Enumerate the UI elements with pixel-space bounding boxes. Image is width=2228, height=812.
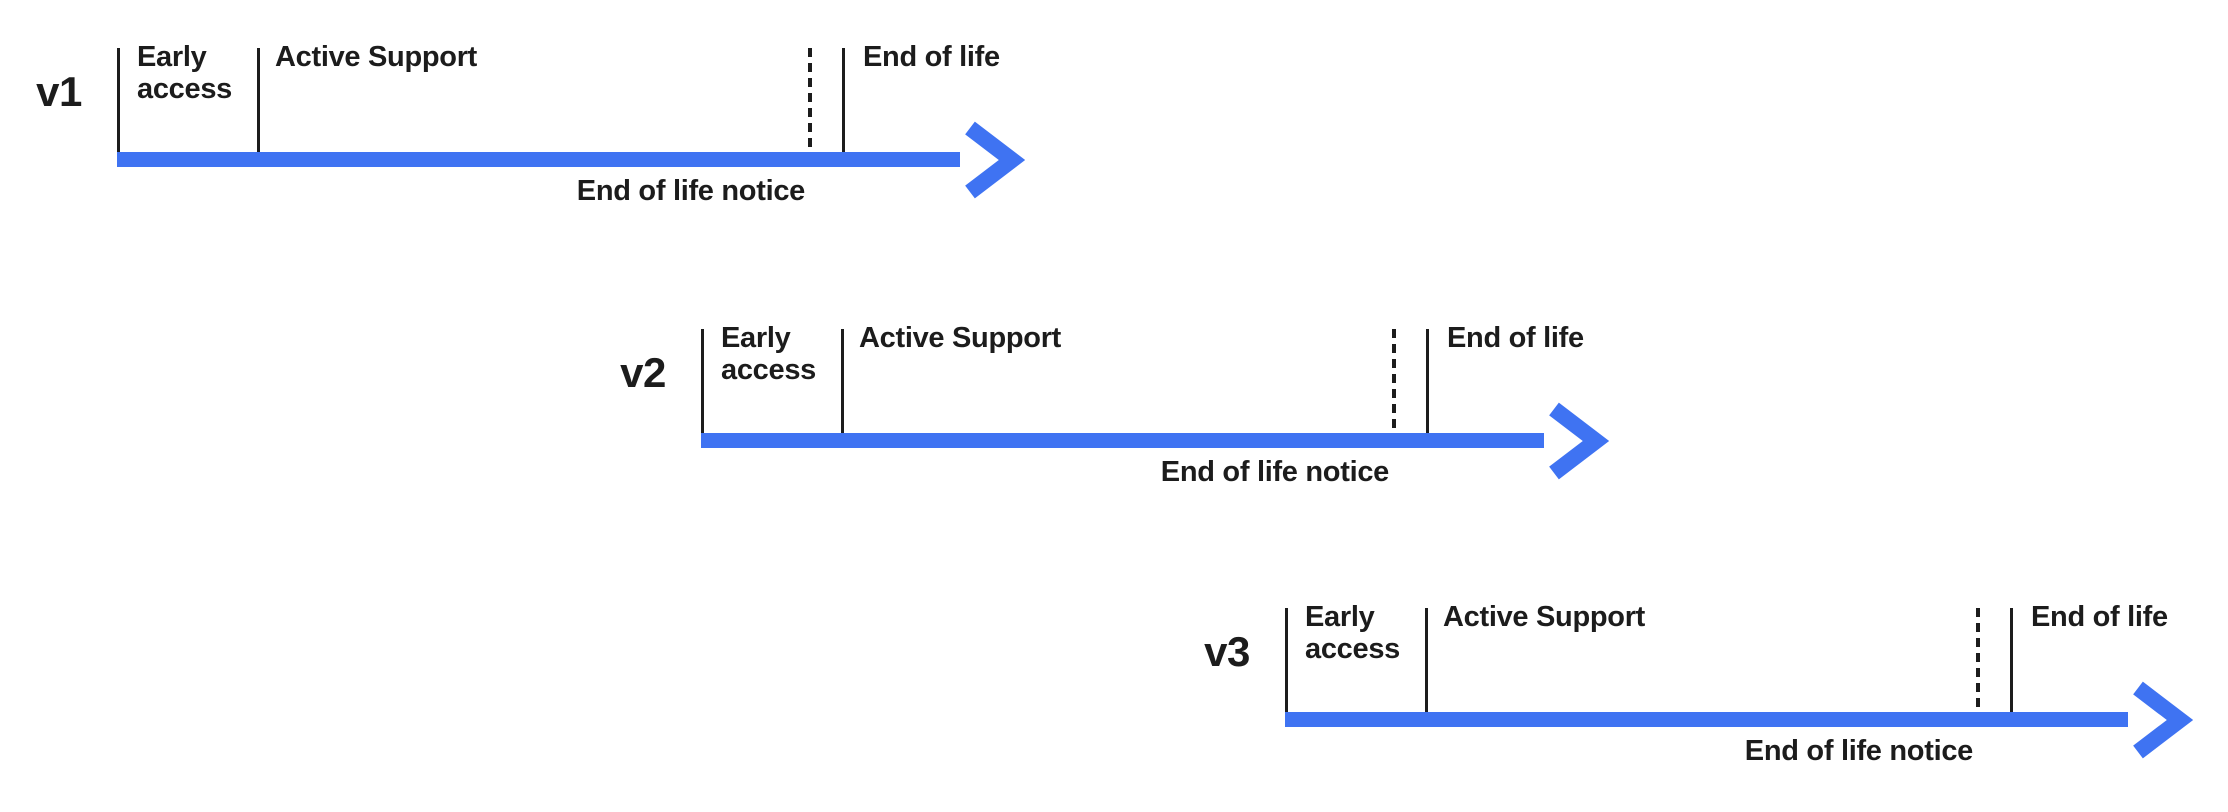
- end-of-life-notice-label: End of life notice: [1744, 735, 1974, 767]
- timeline-arrow-head-icon: [1545, 397, 1609, 485]
- timeline-v1: v1 Early access Active Support End of li…: [17, 41, 1047, 223]
- active-support-start-tick: [257, 48, 260, 152]
- start-tick: [701, 329, 704, 433]
- timeline-arrow-shaft: [117, 152, 960, 167]
- end-of-life-tick: [842, 48, 845, 152]
- version-label: v3: [1204, 628, 1250, 675]
- timeline-arrow-shaft: [701, 433, 1544, 448]
- end-of-life-tick: [1426, 329, 1429, 433]
- eol-notice-dashed-line: [808, 48, 812, 148]
- active-support-label: Active Support: [859, 322, 1062, 354]
- end-of-life-label: End of life: [2031, 601, 2168, 633]
- version-label: v1: [36, 68, 82, 115]
- start-tick: [117, 48, 120, 152]
- timeline-v3: v3 Early access Active Support End of li…: [1185, 601, 2215, 783]
- end-of-life-notice-label: End of life notice: [576, 175, 806, 207]
- early-access-label: Early access: [137, 41, 232, 105]
- early-access-label: Early access: [1305, 601, 1400, 665]
- active-support-start-tick: [1425, 608, 1428, 712]
- end-of-life-tick: [2010, 608, 2013, 712]
- end-of-life-label: End of life: [1447, 322, 1584, 354]
- active-support-start-tick: [841, 329, 844, 433]
- start-tick: [1285, 608, 1288, 712]
- timeline-v2: v2 Early access Active Support End of li…: [601, 322, 1631, 504]
- early-access-label: Early access: [721, 322, 816, 386]
- timeline-arrow-shaft: [1285, 712, 2128, 727]
- eol-notice-dashed-line: [1976, 608, 1980, 708]
- version-label: v2: [620, 349, 666, 396]
- eol-notice-dashed-line: [1392, 329, 1396, 429]
- active-support-label: Active Support: [275, 41, 478, 73]
- active-support-label: Active Support: [1443, 601, 1646, 633]
- timeline-arrow-head-icon: [961, 116, 1025, 204]
- timeline-arrow-head-icon: [2129, 676, 2193, 764]
- end-of-life-label: End of life: [863, 41, 1000, 73]
- end-of-life-notice-label: End of life notice: [1160, 456, 1390, 488]
